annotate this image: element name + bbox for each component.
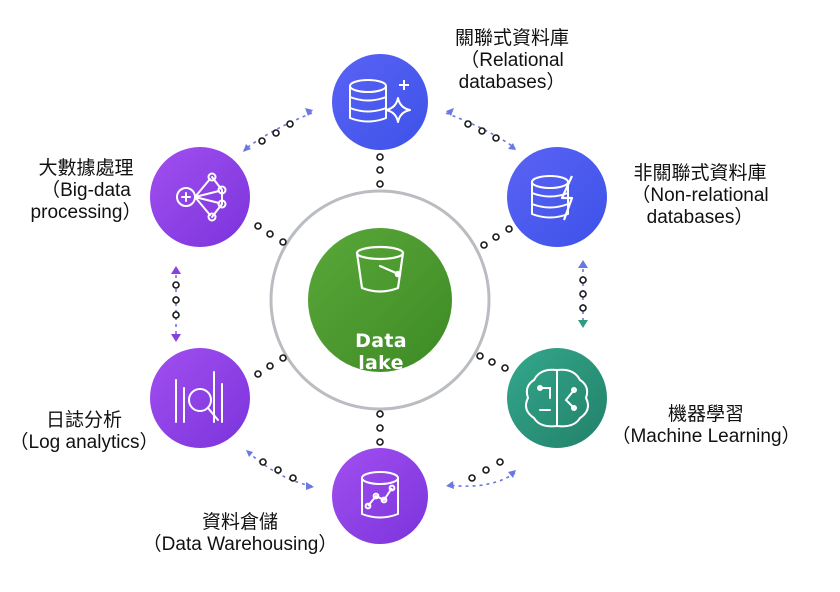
data-lake-label: Data lake [355,330,407,374]
node-warehouse[interactable] [332,448,428,544]
database-lightning-icon [531,175,574,221]
database-chart-icon [361,471,399,519]
node-relational[interactable] [332,54,428,150]
label-log: 日誌分析 （Log analytics） [9,410,159,453]
database-sparkle-icon [349,79,411,123]
label-relational: 關聯式資料庫 （Relational databases） [454,28,570,93]
arrow-heads [171,108,588,490]
label-ml: 機器學習 （Machine Learning） [611,404,801,447]
bucket-icon [355,245,405,293]
label-bigdata: 大數據處理 （Big-data processing） [30,158,142,223]
node-nonrelational[interactable] [507,147,607,247]
chart-magnifier-icon [175,371,223,423]
brain-circuit-icon [525,368,589,428]
label-nonrelational: 非關聯式資料庫 （Non-relational databases） [631,163,769,228]
network-nodes-icon [176,172,227,222]
chain-dots [172,120,587,482]
node-log[interactable] [150,348,250,448]
label-warehouse: 資料倉儲 （Data Warehousing） [142,512,338,555]
node-bigdata[interactable] [150,147,250,247]
node-ml[interactable] [507,348,607,448]
data-lake-circle[interactable] [308,228,452,372]
